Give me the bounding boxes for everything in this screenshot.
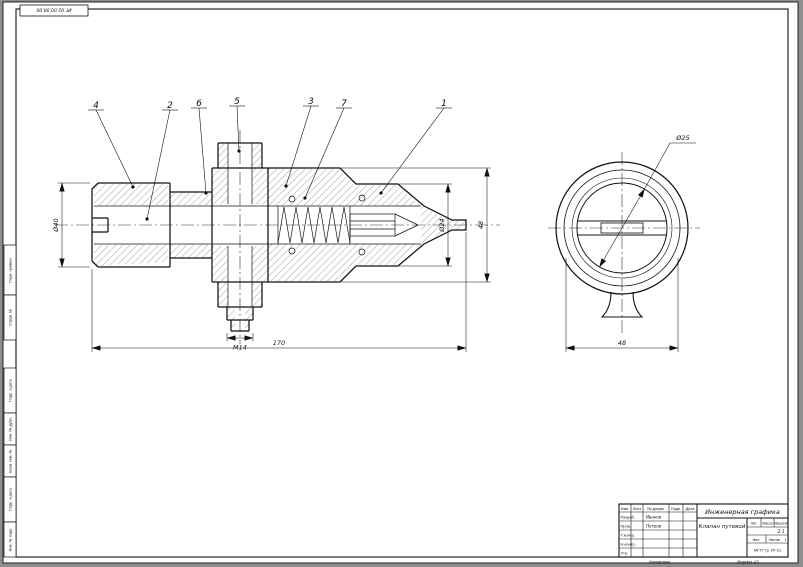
interior-lines — [94, 143, 421, 307]
tb-row-nkontr: Н.контр. — [621, 542, 636, 547]
callout-numbers: 4 2 6 5 3 7 1 — [93, 97, 447, 111]
tb-scale-label: Масштаб — [774, 522, 789, 526]
gost-col-label: Взам. инв. № — [9, 449, 13, 473]
tb-scale-value: 2:1 — [777, 529, 784, 535]
tb-row-razrab: Разраб. — [621, 515, 635, 520]
tb-mass-label: Масса — [762, 522, 772, 526]
left-gost-columns — [3, 244, 17, 558]
callout-5: 5 — [234, 97, 240, 107]
tb-row-prov-name: Петров — [646, 524, 662, 529]
gost-col-label: Перв. примен. — [9, 257, 13, 282]
tb-org: МГТУ Гр. ИГ-21 — [754, 549, 781, 553]
hatched-sections — [94, 144, 465, 331]
tb-lit-label: Лит. — [751, 522, 757, 526]
callout-1: 1 — [441, 99, 447, 109]
title-block-right-texts: Инженерная графика Клапан путевой Лит. М… — [699, 508, 789, 553]
callout-3: 3 — [308, 97, 314, 107]
end-view-circles — [555, 161, 689, 295]
dim-circle-width-label: 48 — [618, 339, 626, 347]
tb-col-data: Дата — [686, 506, 696, 511]
corner-stamp-text: ИГ.02.00.00.00 — [36, 7, 71, 13]
title-block: Изм. Лист № докум. Подп. Дата Разраб. Ив… — [618, 503, 789, 558]
dim-right-width-label: 48 — [477, 221, 485, 229]
tb-row-razrab-name: Иванов — [646, 515, 662, 520]
title-block-left-texts: Изм. Лист № докум. Подп. Дата Разраб. Ив… — [621, 506, 696, 556]
gost-col-label: Подп. и дата — [9, 487, 13, 510]
tb-sheets-value: 1 — [784, 537, 786, 542]
tb-sheets-label: Листов — [768, 538, 779, 542]
callout-2: 2 — [167, 101, 173, 111]
dim-length-label: 170 — [273, 339, 285, 347]
tb-col-izm: Изм. — [621, 506, 630, 511]
footer-copied-label: Копировал — [650, 560, 672, 565]
dim-right-dia-label: Ø24 — [438, 218, 446, 232]
gost-col-label: Инв. № подл. — [9, 528, 13, 552]
end-view-dimensions — [565, 142, 696, 352]
tb-col-list: Лист — [633, 506, 642, 511]
tb-col-docnum: № докум. — [647, 506, 665, 511]
tb-discipline: Инженерная графика — [705, 508, 780, 516]
gost-col-label: Справ. № — [9, 309, 13, 326]
end-view-tab — [600, 291, 644, 318]
main-dimensions — [58, 167, 491, 352]
dim-thread-label: М14 — [233, 344, 247, 352]
footer-format-label: Формат А3 — [737, 560, 759, 565]
sheet-footer: Копировал Формат А3 — [650, 560, 760, 565]
tb-row-tkontr: Т.контр. — [621, 533, 636, 538]
gost-col-label: Подп. и дата — [9, 378, 13, 401]
end-view-dim-labels: Ø25 48 — [618, 134, 690, 347]
dim-circle-dia-label: Ø25 — [675, 134, 689, 142]
callout-6: 6 — [196, 99, 202, 109]
tb-sheet-label: Лист — [752, 538, 760, 542]
tb-row-prov: Пров. — [621, 524, 632, 529]
main-dimension-labels: Ø40 Ø24 48 170 М14 — [52, 218, 485, 351]
callout-leaders — [88, 105, 452, 221]
tb-row-utv: Утв. — [621, 551, 629, 556]
dim-left-dia-label: Ø40 — [52, 218, 60, 232]
gost-col-label: Инв. № дубл. — [9, 417, 13, 441]
main-section-view: 4 2 6 5 3 7 1 Ø40 Ø24 — [52, 97, 500, 352]
left-gost-labels: Перв. примен. Справ. № Подп. и дата Инв.… — [9, 257, 13, 551]
callout-4: 4 — [93, 101, 99, 111]
valve-outlines — [91, 142, 467, 332]
end-view: Ø25 48 — [548, 134, 700, 352]
tb-col-podp: Подп. — [671, 506, 682, 511]
corner-stamp: ИГ.02.00.00.00 — [19, 4, 89, 17]
title-block-grid — [619, 504, 788, 557]
tb-part-name: Клапан путевой — [699, 524, 746, 530]
callout-7: 7 — [341, 99, 347, 109]
